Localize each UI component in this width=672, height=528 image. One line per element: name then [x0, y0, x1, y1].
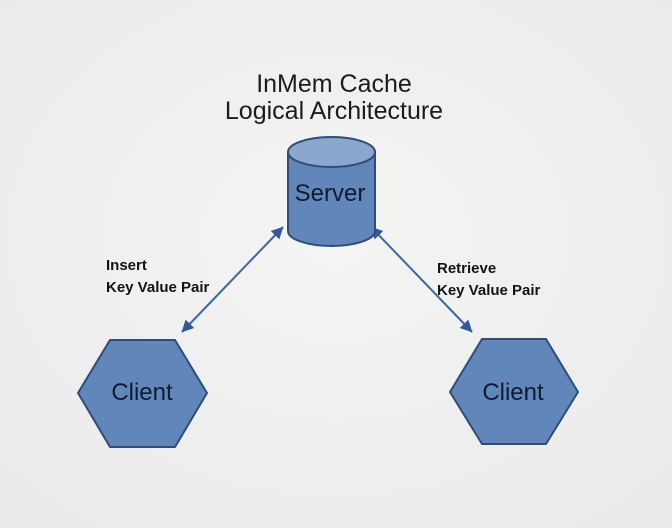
retrieve-label: Retrieve Key Value Pair [437, 260, 541, 299]
client-left-hexagon [77, 339, 208, 448]
client-right-label: Client [482, 379, 544, 406]
server-node: Server [287, 136, 376, 247]
retrieve-label-line-1: Retrieve [437, 260, 496, 277]
server-label: Server [295, 180, 366, 207]
insert-label-line-2: Key Value Pair [106, 279, 210, 296]
client-left-node: Client [77, 339, 208, 448]
insert-label-line-1: Insert [106, 257, 147, 274]
client-right-node: Client [449, 338, 579, 445]
insert-arrow [181, 226, 284, 333]
server-cylinder-top [287, 136, 376, 168]
title-line-2: Logical Architecture [225, 97, 443, 125]
retrieve-arrow [370, 226, 473, 333]
client-right-hexagon [449, 338, 579, 445]
server-cylinder-body [287, 151, 376, 247]
diagram-title: InMem Cache Logical Architecture [225, 70, 443, 125]
retrieve-label-line-2: Key Value Pair [437, 282, 541, 299]
insert-label: Insert Key Value Pair [106, 257, 210, 296]
client-left-label: Client [111, 379, 173, 406]
title-line-1: InMem Cache [256, 70, 412, 98]
